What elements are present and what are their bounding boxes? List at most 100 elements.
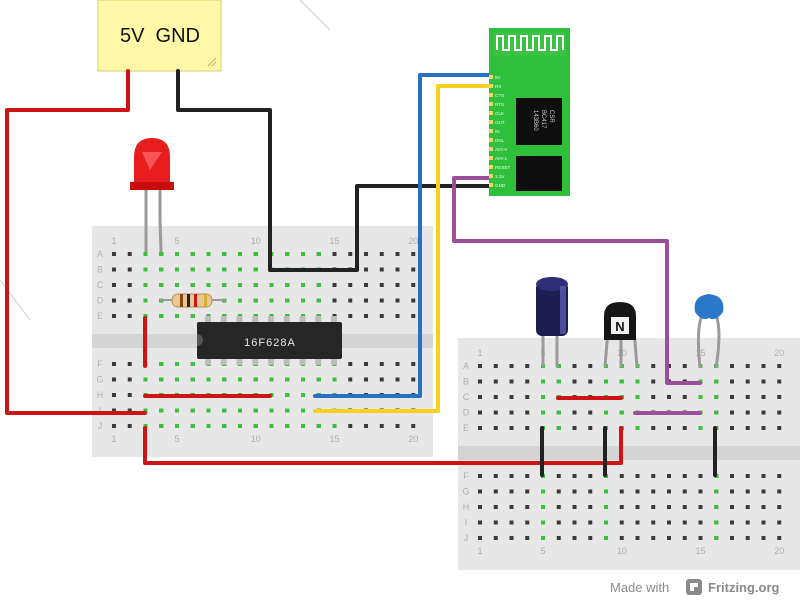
wire-5v-red[interactable] <box>5 69 147 415</box>
breadboard-hole[interactable] <box>364 298 368 303</box>
breadboard-hole[interactable] <box>478 410 482 415</box>
breadboard-hole[interactable] <box>745 379 750 384</box>
breadboard-hole-connected[interactable] <box>316 377 321 382</box>
breadboard-hole[interactable] <box>127 408 132 413</box>
breadboard-hole[interactable] <box>379 298 384 303</box>
breadboard-hole[interactable] <box>525 395 530 399</box>
breadboard-hole[interactable] <box>493 395 498 399</box>
breadboard-hole-connected[interactable] <box>238 267 242 272</box>
breadboard-hole[interactable] <box>588 426 593 430</box>
breadboard-hole[interactable] <box>572 410 577 415</box>
breadboard-hole[interactable] <box>588 379 593 384</box>
breadboard-hole[interactable] <box>588 474 593 478</box>
breadboard-hole-connected[interactable] <box>332 424 337 428</box>
breadboard-hole[interactable] <box>364 252 368 256</box>
breadboard-hole[interactable] <box>745 410 750 415</box>
breadboard-hole[interactable] <box>493 489 498 494</box>
breadboard-hole[interactable] <box>588 410 593 415</box>
breadboard-hole-connected[interactable] <box>206 267 211 272</box>
wire-red-to-right[interactable] <box>143 426 623 465</box>
breadboard-hole-connected[interactable] <box>143 408 148 413</box>
breadboard-hole[interactable] <box>525 364 530 368</box>
breadboard-hole-connected[interactable] <box>175 267 179 272</box>
breadboard-hole[interactable] <box>730 410 734 415</box>
breadboard-hole[interactable] <box>509 520 514 525</box>
breadboard-hole[interactable] <box>745 364 750 368</box>
breadboard-hole[interactable] <box>332 283 337 287</box>
breadboard-hole-connected[interactable] <box>604 505 608 509</box>
breadboard-hole[interactable] <box>682 505 687 509</box>
breadboard-hole[interactable] <box>395 314 400 318</box>
breadboard-hole[interactable] <box>572 379 577 384</box>
wire-gnd-black[interactable] <box>176 69 272 272</box>
breadboard-hole-connected[interactable] <box>253 252 258 256</box>
breadboard-hole-connected[interactable] <box>269 377 274 382</box>
breadboard-hole-connected[interactable] <box>159 408 164 413</box>
breadboard-hole-connected[interactable] <box>541 395 545 399</box>
resistor[interactable] <box>160 293 225 308</box>
breadboard-hole-connected[interactable] <box>253 283 258 287</box>
breadboard-hole[interactable] <box>588 364 593 368</box>
breadboard-hole[interactable] <box>478 364 482 368</box>
breadboard-hole-connected[interactable] <box>604 536 608 540</box>
breadboard-hole[interactable] <box>682 474 687 478</box>
breadboard-hole[interactable] <box>509 474 514 478</box>
breadboard-hole[interactable] <box>682 426 687 430</box>
breadboard-hole[interactable] <box>493 474 498 478</box>
breadboard-hole[interactable] <box>127 252 132 256</box>
wire-gnd-to-module[interactable] <box>268 184 492 272</box>
breadboard-hole-connected[interactable] <box>238 424 242 428</box>
breadboard-hole[interactable] <box>698 536 703 540</box>
breadboard-hole[interactable] <box>395 424 400 428</box>
breadboard-hole-connected[interactable] <box>285 283 290 287</box>
breadboard-hole-connected[interactable] <box>269 408 274 413</box>
breadboard-hole[interactable] <box>127 267 132 272</box>
breadboard-hole-connected[interactable] <box>190 283 195 287</box>
breadboard-hole-connected[interactable] <box>253 377 258 382</box>
breadboard-hole-connected[interactable] <box>619 410 624 415</box>
breadboard-hole-connected[interactable] <box>301 298 305 303</box>
breadboard-hole-connected[interactable] <box>604 520 608 525</box>
breadboard-hole[interactable] <box>525 520 530 525</box>
breadboard-hole[interactable] <box>667 505 671 509</box>
breadboard-hole-connected[interactable] <box>222 408 227 413</box>
breadboard-hole[interactable] <box>777 364 782 368</box>
bt-pin-pad[interactable] <box>489 147 493 151</box>
breadboard-hole-connected[interactable] <box>222 424 227 428</box>
breadboard-hole[interactable] <box>761 505 766 509</box>
breadboard-hole-connected[interactable] <box>635 379 640 384</box>
breadboard-hole-connected[interactable] <box>541 489 545 494</box>
breadboard-hole[interactable] <box>730 379 734 384</box>
breadboard-hole[interactable] <box>364 424 368 428</box>
breadboard-hole-connected[interactable] <box>159 267 164 272</box>
breadboard-hole[interactable] <box>761 489 766 494</box>
breadboard-hole[interactable] <box>493 520 498 525</box>
breadboard-hole[interactable] <box>572 505 577 509</box>
breadboard-hole[interactable] <box>478 536 482 540</box>
breadboard-hole[interactable] <box>777 489 782 494</box>
breadboard-hole[interactable] <box>572 489 577 494</box>
breadboard-hole[interactable] <box>556 489 561 494</box>
breadboard-hole[interactable] <box>525 426 530 430</box>
breadboard-hole-connected[interactable] <box>541 379 545 384</box>
breadboard-hole-connected[interactable] <box>604 379 608 384</box>
breadboard-hole[interactable] <box>411 267 416 272</box>
breadboard-hole-connected[interactable] <box>619 379 624 384</box>
breadboard-hole[interactable] <box>667 489 671 494</box>
breadboard-hole-connected[interactable] <box>714 520 719 525</box>
breadboard-hole[interactable] <box>635 489 640 494</box>
breadboard-hole[interactable] <box>478 520 482 525</box>
breadboard-hole[interactable] <box>525 489 530 494</box>
breadboard-hole[interactable] <box>619 536 624 540</box>
breadboard-hole[interactable] <box>777 410 782 415</box>
bt-pin-pad[interactable] <box>489 102 493 106</box>
breadboard-hole[interactable] <box>395 252 400 256</box>
breadboard-hole[interactable] <box>348 283 353 287</box>
bt-pin-pad[interactable] <box>489 120 493 124</box>
breadboard-hole[interactable] <box>651 395 656 399</box>
ceramic-capacitor[interactable] <box>694 294 724 369</box>
breadboard-hole[interactable] <box>635 536 640 540</box>
breadboard-hole[interactable] <box>364 267 368 272</box>
breadboard-hole[interactable] <box>682 364 687 368</box>
breadboard-hole[interactable] <box>379 267 384 272</box>
